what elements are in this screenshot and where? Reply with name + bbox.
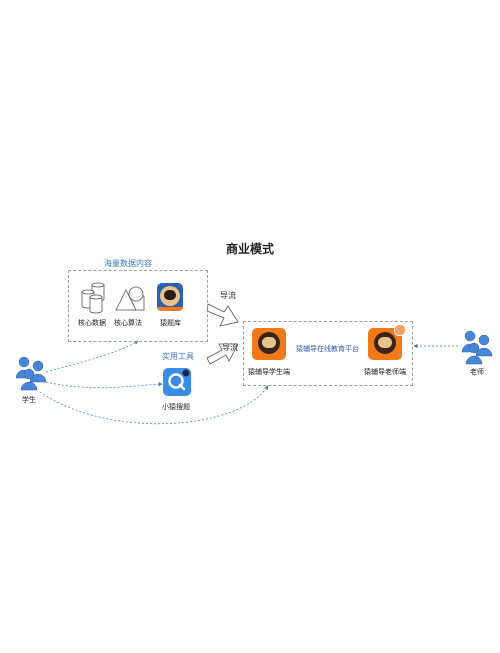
search-app-icon: [163, 368, 191, 396]
connector-student-platform: [39, 385, 269, 425]
node-core-data: 核心数据: [78, 319, 106, 327]
connector-student-content: [45, 340, 139, 373]
content-group-box: [68, 270, 208, 342]
flow-arrow-1: [206, 303, 239, 327]
magnifier-icon: [168, 369, 190, 391]
platform-box: [243, 321, 413, 386]
node-core-algorithm: 核心算法: [114, 319, 142, 327]
flow-label-2: 导流: [222, 343, 238, 352]
diagram-title: 商业模式: [225, 242, 274, 256]
shapes-icon: [115, 286, 145, 311]
node-search-app: 小猿搜题: [162, 403, 190, 411]
flow-label-1: 导流: [220, 291, 236, 300]
tools-group-label: 实用工具: [162, 352, 194, 361]
student-group-icon: [15, 356, 47, 391]
student-app-icon: [252, 328, 286, 360]
node-platform: 猿辅导在线教育平台: [296, 345, 359, 353]
flow-arrow-2: [206, 343, 239, 365]
node-student: 学生: [22, 396, 36, 404]
teacher-app-icon: [368, 324, 406, 360]
content-group-label: 海量数据内容: [104, 259, 152, 268]
node-teacher: 老师: [470, 368, 484, 376]
database-icon: [81, 282, 105, 314]
node-question-bank: 猿题库: [160, 319, 181, 327]
connector-student-search: [45, 381, 163, 388]
node-teacher-app: 猿辅导老师端: [364, 368, 406, 376]
node-student-app: 猿辅导学生端: [248, 368, 290, 376]
teacher-group-icon: [461, 330, 493, 365]
question-bank-app-icon: [157, 283, 183, 311]
